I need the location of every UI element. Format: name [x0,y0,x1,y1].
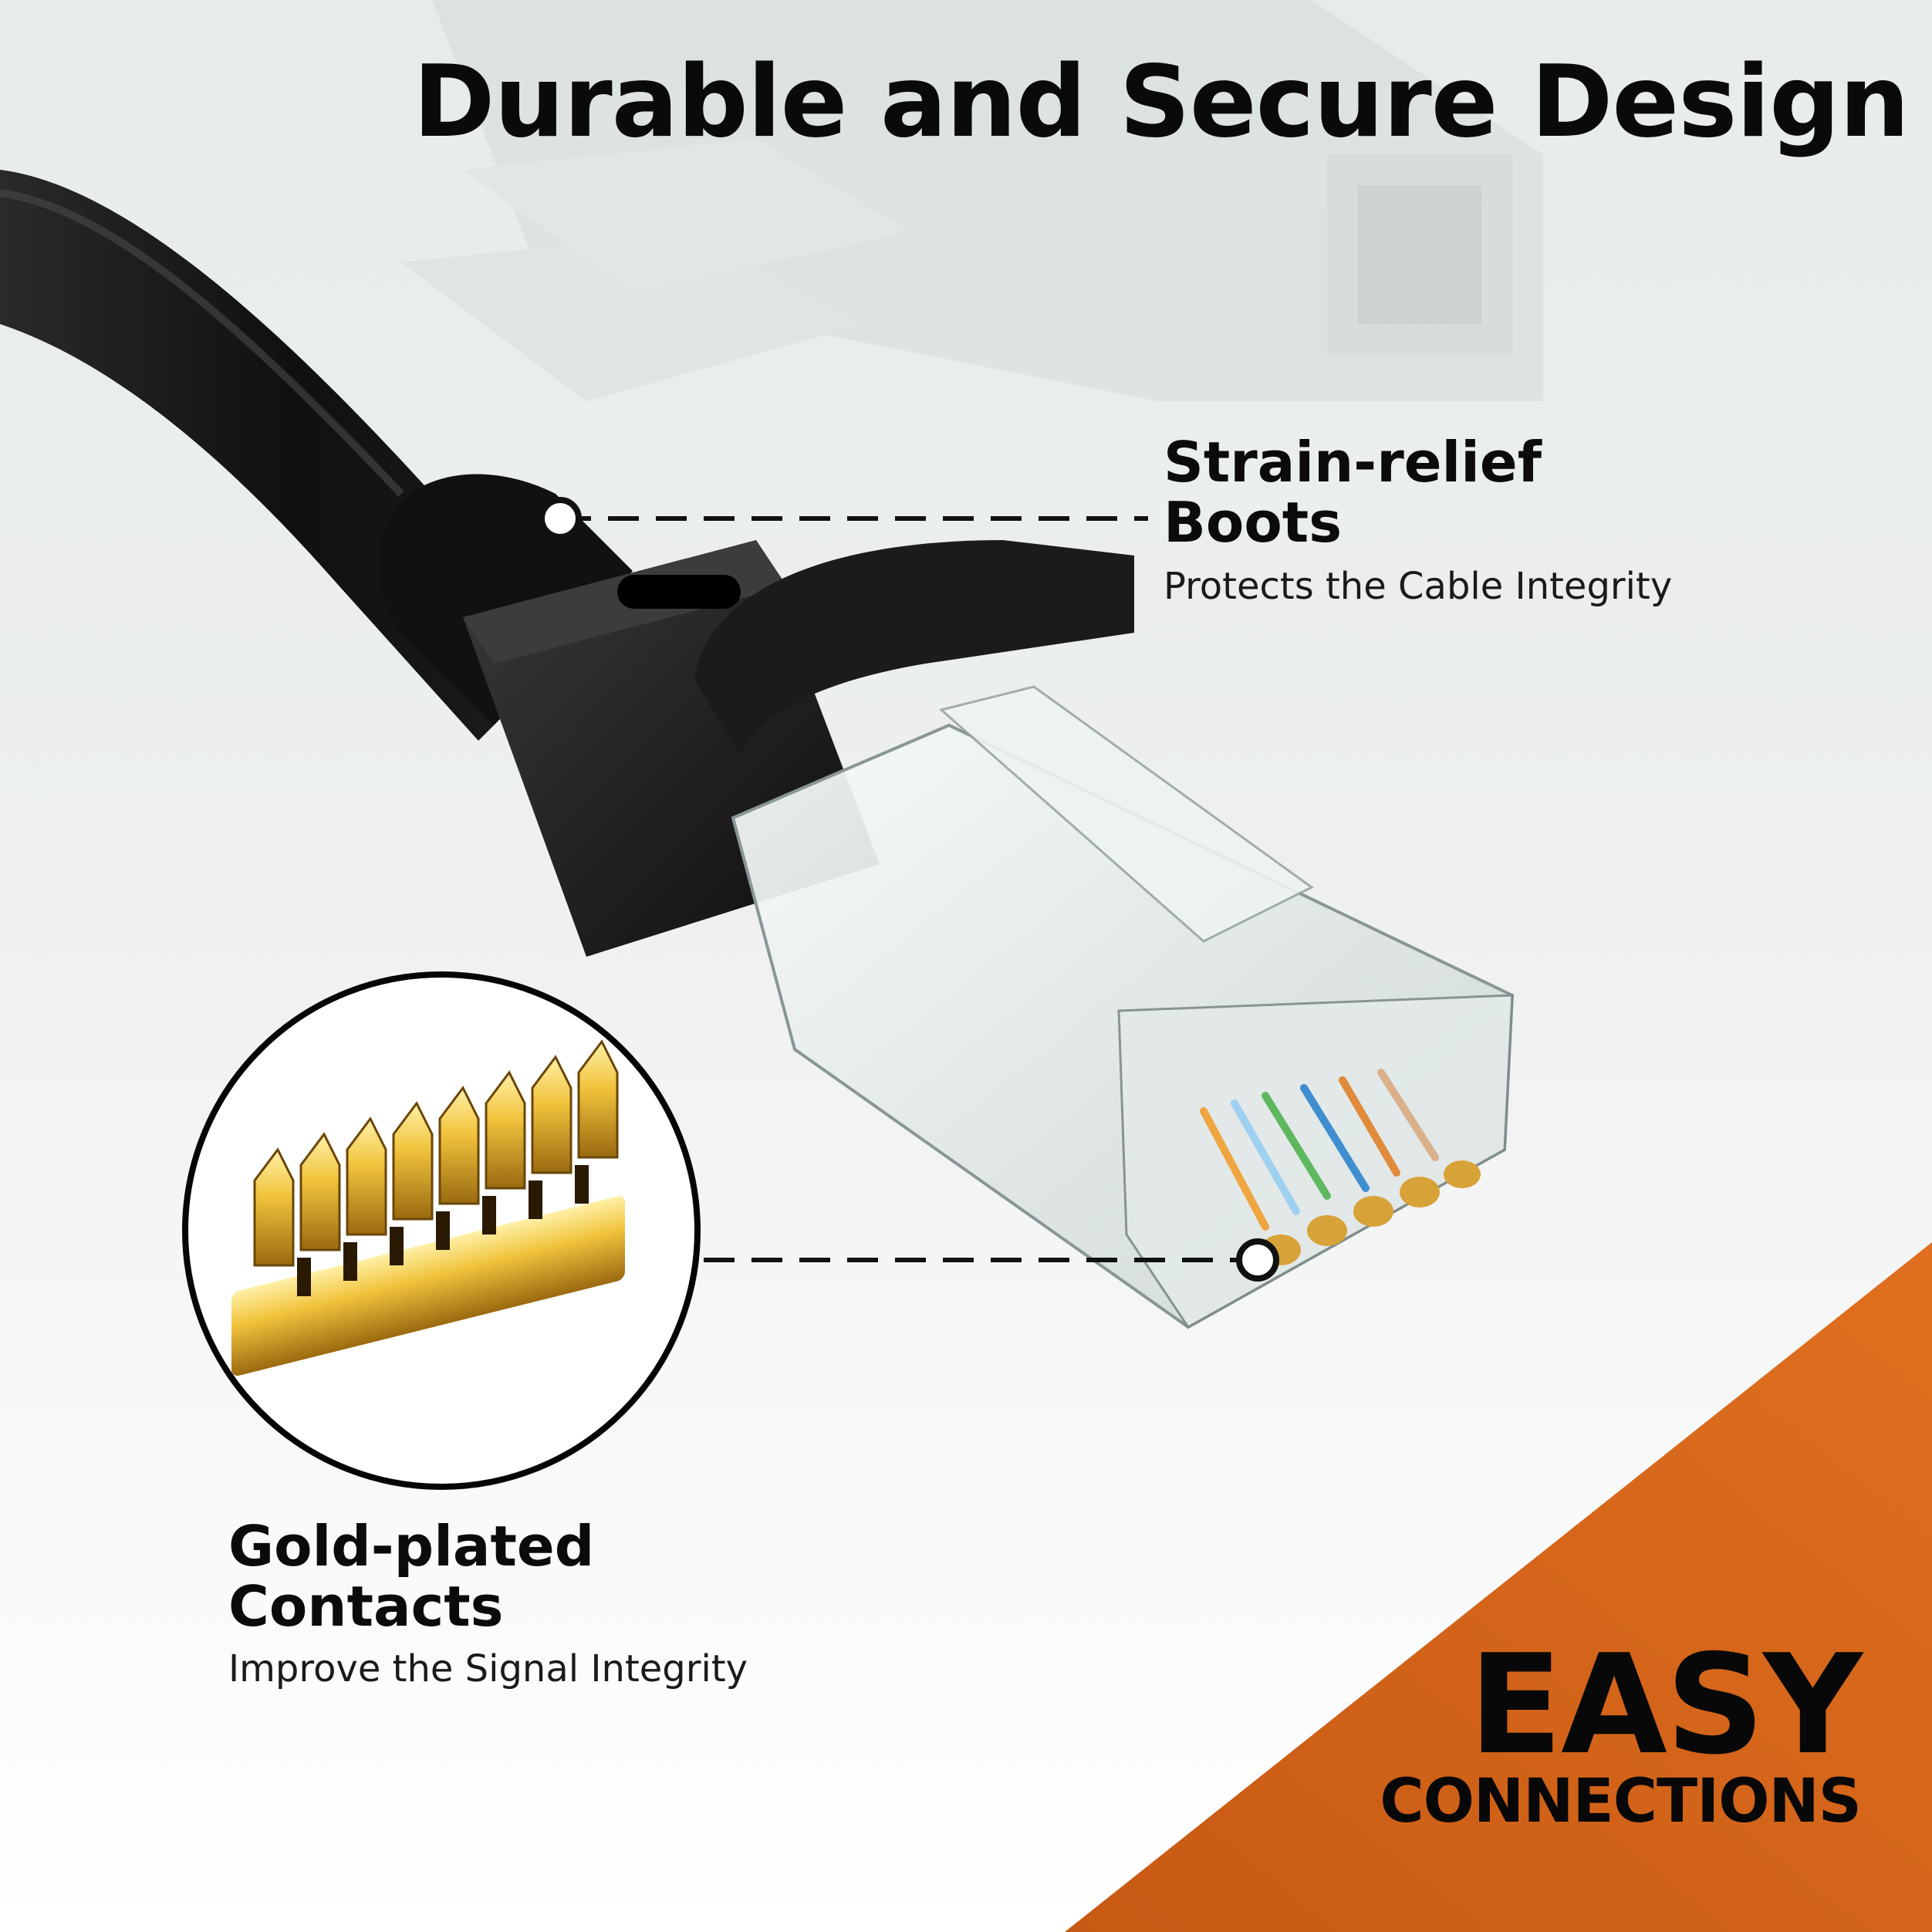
background-switch [401,0,1543,401]
feature-title-line: Strain-relief [1164,430,1542,495]
strain-relief-boot [378,474,1134,957]
callout-dot-icon [539,497,582,540]
feature-title-line: Contacts [228,1574,504,1639]
feature-title-line: Gold-plated [228,1514,595,1579]
gold-contacts-zoom [182,971,701,1490]
callout-dot-icon [1236,1238,1279,1282]
feature-subtitle-gold-plated: Improve the Signal Integrity [228,1647,748,1690]
orange-corner [1065,1242,1932,1932]
feature-subtitle-strain-relief: Protects the Cable Integrity [1164,565,1673,608]
badge-connections: CONNECTIONS [1380,1767,1862,1836]
feature-title-strain-relief: Strain-relief Boots [1164,432,1542,552]
feature-title-gold-plated: Gold-plated Contacts [228,1516,594,1636]
badge-easy: EASY [1468,1625,1863,1785]
feature-title-line: Boots [1164,490,1343,555]
headline: Durable and Secure Design [413,45,1910,160]
rj45-plug [731,685,1515,1329]
